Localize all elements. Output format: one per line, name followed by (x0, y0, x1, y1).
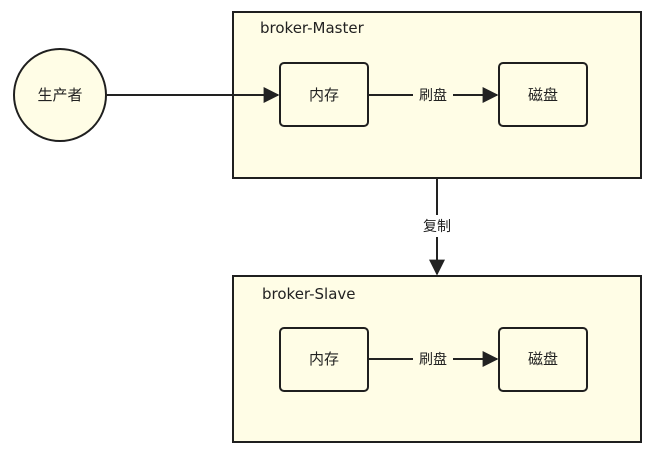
master-disk-node: 磁盘 (498, 62, 588, 127)
master-flush-edge: 刷盘 (368, 85, 499, 105)
master-flush-label: 刷盘 (419, 87, 447, 104)
slave-flush-edge: 刷盘 (368, 349, 499, 369)
master-memory-node: 内存 (279, 62, 369, 127)
producer-node: 生产者 (13, 48, 107, 142)
slave-memory-node: 内存 (279, 327, 369, 392)
broker-master-title: broker-Master (260, 19, 365, 37)
slave-flush-label: 刷盘 (419, 351, 447, 368)
broker-slave-title: broker-Slave (262, 285, 356, 303)
producer-label: 生产者 (37, 86, 82, 104)
slave-disk-node: 磁盘 (498, 327, 588, 392)
slave-memory-label: 内存 (309, 350, 339, 368)
replication-edge: 复制 (417, 178, 457, 276)
replication-label: 复制 (423, 218, 451, 235)
slave-disk-label: 磁盘 (528, 350, 558, 368)
master-disk-label: 磁盘 (528, 86, 558, 104)
master-memory-label: 内存 (309, 86, 339, 104)
